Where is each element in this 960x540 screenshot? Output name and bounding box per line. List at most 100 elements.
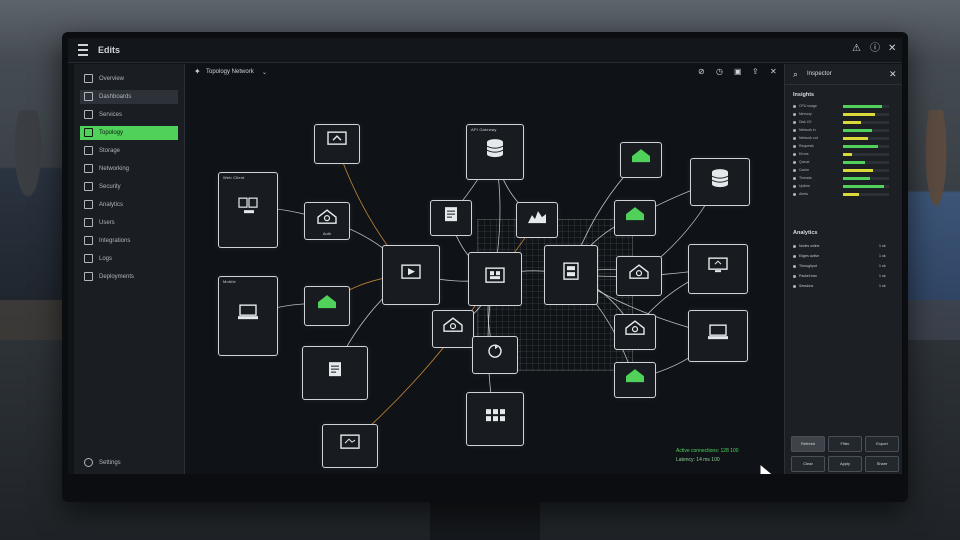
export-button[interactable]: Export bbox=[865, 436, 899, 452]
bullet-icon bbox=[793, 113, 796, 116]
sidebar-item-topology[interactable]: Topology bbox=[80, 126, 178, 140]
sidebar-item-analytics[interactable]: Analytics bbox=[80, 198, 178, 212]
inspector-header: ⌕ Inspector ✕ bbox=[785, 64, 902, 85]
metric-row: Queue bbox=[793, 160, 889, 166]
node-label: Mobile bbox=[223, 279, 236, 284]
laptop-icon bbox=[236, 301, 260, 328]
topology-canvas[interactable]: ✦ Topology Network ⌄ ⊘ ◷ ▣ ⇪ ✕ Active co… bbox=[186, 64, 782, 474]
topology-node[interactable] bbox=[620, 142, 662, 178]
bullet-icon bbox=[793, 129, 796, 132]
save-icon[interactable]: ▣ bbox=[734, 67, 742, 76]
topology-node[interactable]: Mobile bbox=[218, 276, 278, 356]
metric-bar bbox=[843, 185, 889, 188]
cloud-upload-icon bbox=[325, 129, 349, 156]
topology-node[interactable] bbox=[516, 202, 558, 238]
sidebar-item-logs[interactable]: Logs bbox=[80, 252, 178, 266]
topology-node[interactable]: Web Client bbox=[218, 172, 278, 248]
sidebar-item-label: Topology bbox=[99, 130, 124, 136]
doc-icon bbox=[323, 358, 347, 385]
topology-node[interactable] bbox=[616, 256, 662, 296]
bullet-icon bbox=[793, 193, 796, 196]
sidebar-item-label: Integrations bbox=[99, 238, 131, 244]
topology-node[interactable] bbox=[430, 200, 472, 236]
metric-row: Alerts bbox=[793, 192, 889, 198]
bullet-icon bbox=[793, 137, 796, 140]
topology-node[interactable] bbox=[302, 346, 368, 400]
topology-node[interactable] bbox=[432, 310, 474, 348]
alert-icon[interactable]: ⚠ bbox=[852, 43, 861, 54]
metric-bar-fill bbox=[843, 161, 866, 164]
topology-node[interactable] bbox=[304, 286, 350, 326]
sidebar-item-integrations[interactable]: Integrations bbox=[80, 234, 178, 248]
database-icon bbox=[483, 137, 507, 164]
topology-node[interactable] bbox=[466, 392, 524, 446]
topology-node[interactable] bbox=[472, 336, 518, 374]
bullet-icon bbox=[793, 145, 796, 148]
monitor-stand bbox=[430, 500, 540, 540]
node-label: API Gateway bbox=[471, 127, 497, 132]
topology-node[interactable] bbox=[468, 252, 522, 306]
metric-name: Alerts bbox=[799, 192, 808, 196]
metric-bar-fill bbox=[843, 129, 872, 132]
sidebar-item-overview[interactable]: Overview bbox=[80, 72, 178, 86]
metric-bar bbox=[843, 121, 889, 124]
history-icon[interactable]: ◷ bbox=[716, 67, 723, 76]
topology-node[interactable] bbox=[614, 314, 656, 350]
users-icon bbox=[84, 217, 93, 227]
sidebar-item-services[interactable]: Services bbox=[80, 108, 178, 122]
sidebar-item-users[interactable]: Users bbox=[80, 216, 178, 230]
metric-bar-fill bbox=[843, 177, 870, 180]
sidebar-item-deployments[interactable]: Deployments bbox=[80, 270, 178, 284]
status-latency: Latency: 14 ms 100 bbox=[676, 457, 720, 463]
canvas-tab-label[interactable]: Topology Network bbox=[206, 69, 254, 75]
topology-node[interactable] bbox=[322, 424, 378, 468]
apply-button[interactable]: Apply bbox=[828, 456, 862, 472]
topology-node[interactable] bbox=[614, 200, 656, 236]
topology-node[interactable] bbox=[688, 310, 748, 362]
close-icon[interactable]: ✕ bbox=[888, 43, 897, 54]
bullet-icon bbox=[793, 121, 796, 124]
sidebar-item-security[interactable]: Security bbox=[80, 180, 178, 194]
cloud-icon bbox=[623, 203, 647, 230]
topology-node[interactable] bbox=[382, 245, 440, 305]
menu-icon[interactable] bbox=[78, 44, 88, 56]
topology-node[interactable] bbox=[688, 244, 748, 294]
metric-name: Disk I/O bbox=[799, 120, 812, 124]
topology-node[interactable] bbox=[314, 124, 360, 164]
home-icon bbox=[84, 73, 93, 83]
filter-button[interactable]: Filter bbox=[828, 436, 862, 452]
share-button[interactable]: Share bbox=[865, 456, 899, 472]
metric-name: CPU usage bbox=[799, 104, 817, 108]
export-icon[interactable]: ⇪ bbox=[752, 67, 759, 76]
sidebar-item-networking[interactable]: Networking bbox=[80, 162, 178, 176]
close-icon[interactable]: ✕ bbox=[770, 67, 777, 76]
server-icon bbox=[559, 260, 583, 287]
analytics-name: Throughput bbox=[799, 264, 817, 268]
help-icon[interactable]: ⓘ bbox=[870, 43, 880, 54]
layers-icon bbox=[84, 109, 93, 119]
topology-node[interactable] bbox=[690, 158, 750, 206]
link-icon[interactable]: ⊘ bbox=[698, 67, 705, 76]
refresh-button[interactable]: Refresh bbox=[791, 436, 825, 452]
topology-node[interactable] bbox=[614, 362, 656, 398]
sidebar-item-dashboards[interactable]: Dashboards bbox=[80, 90, 178, 104]
sidebar-item-storage[interactable]: Storage bbox=[80, 144, 178, 158]
node-caption: Auth bbox=[322, 231, 332, 236]
close-icon[interactable]: ✕ bbox=[889, 69, 897, 79]
topology-node[interactable] bbox=[544, 245, 598, 305]
metric-bar-fill bbox=[843, 169, 874, 172]
topology-node[interactable]: API Gateway bbox=[466, 124, 524, 180]
grid-icon bbox=[84, 91, 93, 101]
status-connections: Active connections: 128 100 bbox=[676, 448, 739, 454]
topology-node[interactable]: Auth bbox=[304, 202, 350, 240]
sidebar-settings[interactable]: Settings bbox=[80, 456, 178, 470]
clear-button[interactable]: Clear bbox=[791, 456, 825, 472]
search-icon[interactable]: ⌕ bbox=[793, 69, 799, 79]
chevron-down-icon[interactable]: ⌄ bbox=[262, 70, 268, 76]
sidebar-item-label: Users bbox=[99, 220, 115, 226]
